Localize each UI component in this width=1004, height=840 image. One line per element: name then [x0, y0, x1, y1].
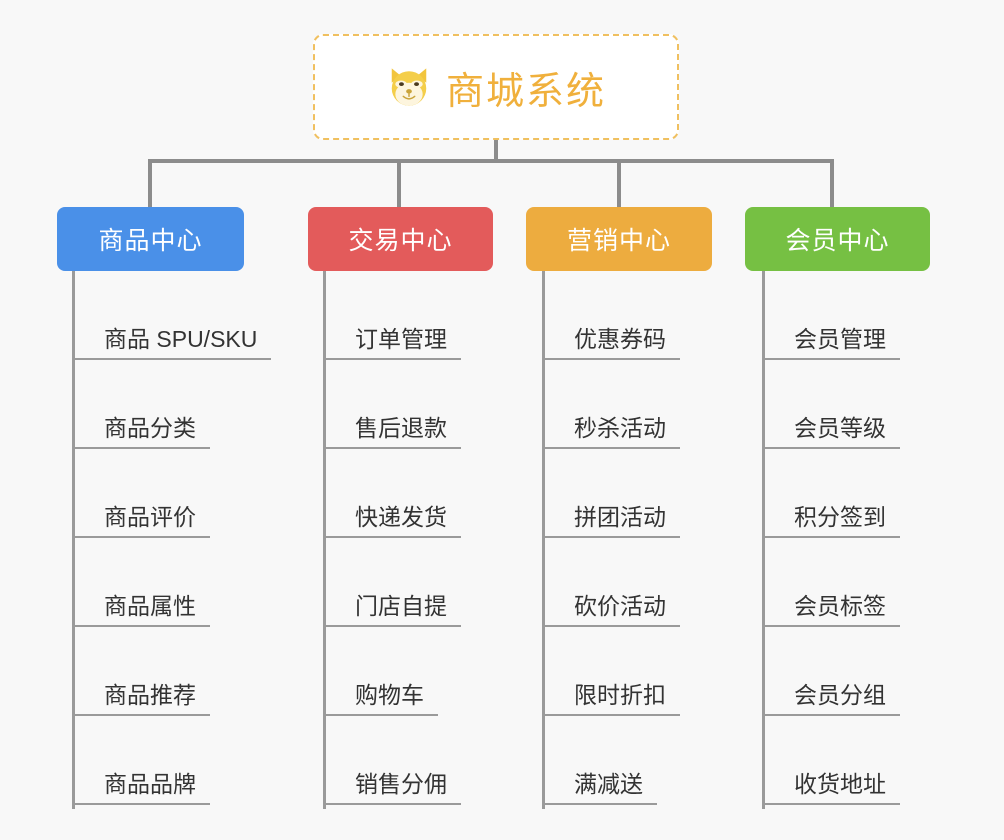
leaf-label: 商品推荐 [104, 681, 196, 708]
leaf-item[interactable]: 会员管理 [762, 271, 900, 360]
column-spine-trade-center [323, 271, 326, 809]
leaf-item[interactable]: 商品 SPU/SKU [72, 271, 272, 360]
leaf-item[interactable]: 商品品牌 [72, 716, 210, 805]
leaf-item[interactable]: 商品评价 [72, 449, 210, 538]
leaf-item[interactable]: 会员标签 [762, 538, 900, 627]
leaf-label: 限时折扣 [574, 681, 666, 708]
leaf-label: 门店自提 [355, 592, 447, 619]
leaf-item[interactable]: 订单管理 [323, 271, 461, 360]
leaf-item[interactable]: 门店自提 [323, 538, 461, 627]
category-label-product-center: 商品中心 [98, 227, 203, 255]
leaf-label: 商品评价 [104, 503, 196, 530]
leaf-label: 商品分类 [104, 414, 196, 441]
leaf-item[interactable]: 购物车 [323, 627, 438, 716]
leaf-item[interactable]: 商品分类 [72, 360, 210, 449]
connector-drop-member-center [830, 159, 834, 209]
category-label-marketing-center: 营销中心 [566, 227, 671, 255]
leaf-label: 收货地址 [794, 770, 886, 797]
leaf-item[interactable]: 积分签到 [762, 449, 900, 538]
dog-face-icon [386, 64, 432, 110]
leaf-item[interactable]: 会员等级 [762, 360, 900, 449]
leaf-label: 订单管理 [355, 325, 447, 352]
connector-drop-marketing-center [617, 159, 621, 209]
leaf-item[interactable]: 商品属性 [72, 538, 210, 627]
leaf-item[interactable]: 快递发货 [323, 449, 461, 538]
leaf-item[interactable]: 优惠券码 [542, 271, 680, 360]
leaf-label: 快递发货 [355, 503, 447, 530]
category-box-trade-center[interactable]: 交易中心 [308, 207, 493, 271]
leaf-label: 商品品牌 [104, 770, 196, 797]
leaf-label: 秒杀活动 [574, 414, 666, 441]
category-label-trade-center: 交易中心 [348, 227, 453, 255]
category-box-member-center[interactable]: 会员中心 [745, 207, 930, 271]
column-spine-product-center [72, 271, 75, 809]
category-label-member-center: 会员中心 [785, 227, 890, 255]
leaf-item[interactable]: 收货地址 [762, 716, 900, 805]
leaf-item[interactable]: 会员分组 [762, 627, 900, 716]
root-node-title: 商城系统 [445, 70, 606, 113]
leaf-label: 满减送 [574, 770, 643, 797]
leaf-item[interactable]: 满减送 [542, 716, 657, 805]
column-spine-marketing-center [542, 271, 545, 809]
leaf-label: 会员管理 [794, 325, 886, 352]
leaf-label: 销售分佣 [355, 770, 447, 797]
leaf-item[interactable]: 拼团活动 [542, 449, 680, 538]
leaf-label: 拼团活动 [574, 503, 666, 530]
leaf-item[interactable]: 秒杀活动 [542, 360, 680, 449]
leaf-label: 会员分组 [794, 681, 886, 708]
leaf-label: 商品 SPU/SKU [104, 325, 258, 352]
connector-horizontal-bus [148, 159, 834, 163]
leaf-label: 优惠券码 [574, 325, 666, 352]
connector-root-stem [494, 140, 498, 162]
column-spine-member-center [762, 271, 765, 809]
leaf-label: 会员等级 [794, 414, 886, 441]
leaf-item[interactable]: 销售分佣 [323, 716, 461, 805]
leaf-label: 售后退款 [355, 414, 447, 441]
leaf-item[interactable]: 商品推荐 [72, 627, 210, 716]
category-box-marketing-center[interactable]: 营销中心 [526, 207, 712, 271]
leaf-label: 购物车 [355, 681, 424, 708]
leaf-label: 会员标签 [794, 592, 886, 619]
leaf-label: 砍价活动 [574, 592, 666, 619]
category-box-product-center[interactable]: 商品中心 [57, 207, 244, 271]
connector-drop-product-center [148, 159, 152, 209]
leaf-label: 商品属性 [104, 592, 196, 619]
leaf-item[interactable]: 售后退款 [323, 360, 461, 449]
leaf-label: 积分签到 [794, 503, 886, 530]
connector-drop-trade-center [397, 159, 401, 209]
leaf-item[interactable]: 限时折扣 [542, 627, 680, 716]
root-node-mall-system[interactable]: 商城系统 [313, 34, 679, 140]
leaf-item[interactable]: 砍价活动 [542, 538, 680, 627]
